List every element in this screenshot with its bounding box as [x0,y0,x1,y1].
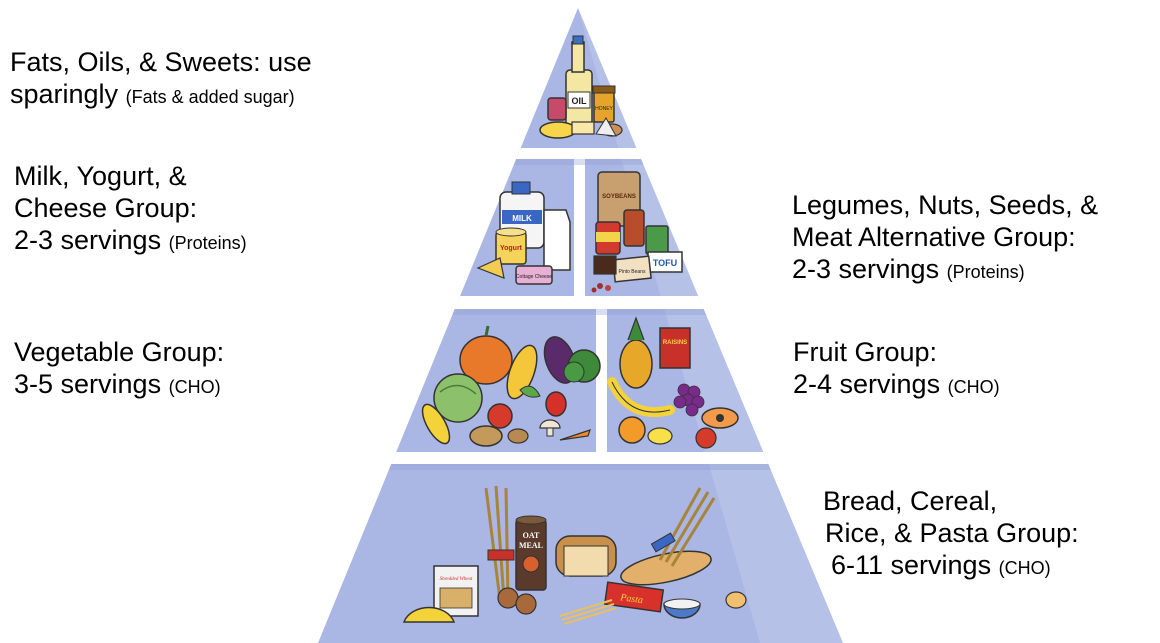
divider-tier-1 [318,148,843,159]
milk-servings: 2-3 servings [14,225,162,255]
milk-label: MILK [512,214,532,223]
cottage-cheese-label: Cottage Cheese [516,274,552,280]
tofu-label: TOFU [653,258,677,268]
fruit-servings: 2-4 servings [793,369,941,399]
divider-vertical-lower [596,309,607,452]
divider-tier-2 [318,296,843,309]
yogurt-label: Yogurt [500,245,523,252]
label-milk-group: Milk, Yogurt, & Cheese Group: 2-3 servin… [14,160,247,259]
label-legumes-group: Legumes, Nuts, Seeds, & Meat Alternative… [792,189,1098,288]
bread-note: (CHO) [998,558,1051,578]
vegetable-servings: 3-5 servings [14,369,162,399]
milk-note: (Proteins) [168,233,247,253]
vegetable-note: (CHO) [168,377,221,397]
vegetable-line1: Vegetable Group: [14,337,225,367]
oil-label: OIL [572,96,588,106]
pasta-label: Pasta [619,592,644,606]
soybeans-label: SOYBEANS [602,194,636,200]
fats-note: (Fats & added sugar) [125,87,295,107]
legumes-note: (Proteins) [946,262,1025,282]
legumes-nuts-seeds-illustration: SOYBEANS TOFU Pinto Beans [591,171,683,293]
pyramid-shape [318,8,843,643]
pinto-beans-label: Pinto Beans [619,269,646,275]
fats-line2: sparingly [10,79,119,109]
legumes-servings: 2-3 servings [792,254,940,284]
fruit-note: (CHO) [947,377,1000,397]
bread-line2: Rice, & Pasta Group: [825,518,1079,548]
oatmeal-label-line2: MEAL [519,541,543,550]
milk-line2: Cheese Group: [14,193,198,223]
honey-label: HONEY [595,106,613,112]
oatmeal-label-line1: OAT [523,531,540,540]
divider-tier-3 [318,452,843,464]
label-bread-group: Bread, Cereal, Rice, & Pasta Group: 6-11… [823,485,1079,584]
fats-oils-sweets-illustration: OIL HONEY [539,35,623,139]
shredded-wheat-label: Shredded Wheat [440,577,473,582]
fats-line1: Fats, Oils, & Sweets: use [10,47,312,77]
bread-servings: 6-11 servings [831,550,992,580]
bread-line1: Bread, Cereal, [823,486,998,516]
fruit-line1: Fruit Group: [793,337,938,367]
bread-cereal-illustration: OAT MEAL Shredded Wheat Pasta [402,485,747,625]
label-fruit-group: Fruit Group: 2-4 servings (CHO) [793,336,1000,403]
raisins-label: RAISINS [663,340,687,346]
legumes-line1: Legumes, Nuts, Seeds, & [792,190,1099,220]
milk-yogurt-cheese-illustration: MILK Yogurt Cottage Cheese [476,181,571,285]
legumes-line2: Meat Alternative Group: [792,222,1076,252]
fruit-illustration: RAISINS [607,316,739,449]
label-vegetable-group: Vegetable Group: 3-5 servings (CHO) [14,336,224,403]
divider-vertical-upper [574,159,585,296]
vegetable-illustration [421,325,601,447]
milk-line1: Milk, Yogurt, & [14,161,187,191]
label-fats-oils-sweets: Fats, Oils, & Sweets: use sparingly (Fat… [10,46,312,113]
